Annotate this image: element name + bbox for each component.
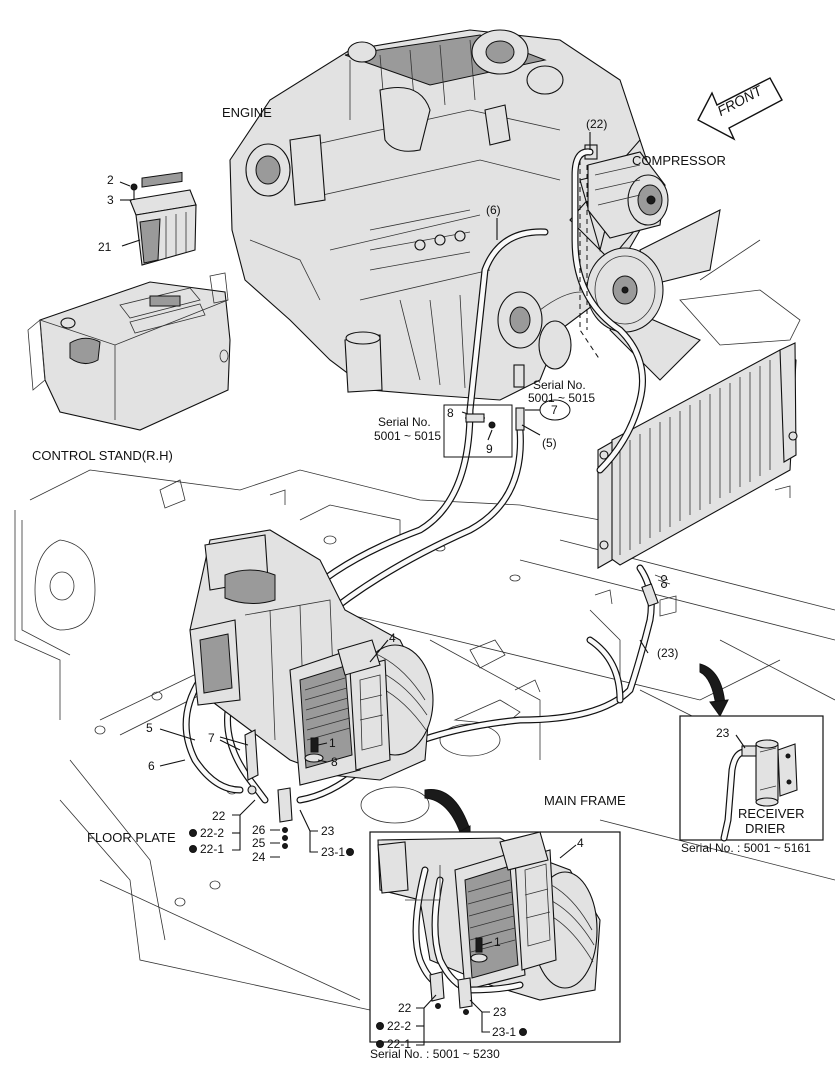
heater-unit-icon (189, 529, 434, 849)
drier-label: DRIER (745, 821, 785, 836)
callout-8b: 8 (331, 755, 338, 769)
inset-callout-22: 22 (398, 1001, 412, 1015)
engine-icon (229, 29, 641, 401)
receiver-callout-23: 23 (716, 726, 730, 740)
control-panel-21 (129, 171, 197, 266)
callout-4: 4 (389, 631, 396, 645)
inset-callout-1: 1 (494, 935, 501, 949)
inset-callout-23: 23 (493, 1005, 507, 1019)
receiver-drier-icon (679, 663, 824, 842)
compressor-icon (584, 144, 669, 239)
inset-seal-22-1-icon (376, 1040, 384, 1048)
callout-3: 3 (107, 193, 114, 207)
callout-22-paren: (22) (586, 117, 607, 131)
serial-inset: Serial No. : 5001 ~ 5230 (370, 1047, 500, 1061)
serial-left-line1: Serial No. (378, 415, 431, 429)
inset-seal-22-2-icon (376, 1022, 384, 1030)
callout-1: 1 (329, 736, 336, 750)
control-stand (27, 272, 231, 431)
inset-seal-23-1-icon (519, 1028, 527, 1036)
callout-2: 2 (107, 173, 114, 187)
callout-9: 9 (486, 442, 493, 456)
front-arrow-icon: FRONT (697, 77, 783, 141)
callout-23-paren: (23) (657, 646, 678, 660)
leader-lines (119, 132, 746, 1046)
compressor-label: COMPRESSOR (632, 153, 726, 168)
callout-26: 26 (252, 823, 266, 837)
receiver-label: RECEIVER (738, 806, 804, 821)
callout-23: 23 (321, 824, 335, 838)
inset-detail (369, 789, 621, 1043)
callout-22-2: 22-2 (200, 826, 224, 840)
main-frame-label: MAIN FRAME (544, 793, 626, 808)
callout-5-paren: (5) (542, 436, 557, 450)
callout-8a: 8 (447, 406, 454, 420)
serial-right-line1: Serial No. (533, 378, 586, 392)
control-stand-label: CONTROL STAND(R.H) (32, 448, 173, 463)
seal-22-1-icon (189, 845, 197, 853)
callout-24: 24 (252, 850, 266, 864)
callout-6-paren: (6) (486, 203, 501, 217)
serial-left-line2: 5001 ~ 5015 (374, 429, 441, 443)
callout-21: 21 (98, 240, 112, 254)
engine-label: ENGINE (222, 105, 272, 120)
serial-right-line2: 5001 ~ 5015 (528, 391, 595, 405)
seal-22-2-icon (189, 829, 197, 837)
inset-callout-4: 4 (577, 836, 584, 850)
callout-7: 7 (208, 731, 215, 745)
floor-plate-label: FLOOR PLATE (87, 830, 176, 845)
callout-23-1: 23-1 (321, 845, 345, 859)
serial-receiver: Serial No. : 5001 ~ 5161 (681, 841, 811, 855)
inset-callout-23-1: 23-1 (492, 1025, 516, 1039)
callout-7-circled: 7 (551, 403, 558, 417)
callout-25: 25 (252, 836, 266, 850)
callout-6: 6 (148, 759, 155, 773)
seal-23-1-icon (346, 848, 354, 856)
inset-callout-22-2: 22-2 (387, 1019, 411, 1033)
condenser-icon (597, 342, 798, 569)
callout-5: 5 (146, 721, 153, 735)
diagram-labels: ENGINE COMPRESSOR CONTROL STAND(R.H) MAI… (32, 105, 811, 1061)
callout-22-1: 22-1 (200, 842, 224, 856)
inset-callout-22-1: 22-1 (387, 1037, 411, 1051)
callout-22: 22 (212, 809, 226, 823)
